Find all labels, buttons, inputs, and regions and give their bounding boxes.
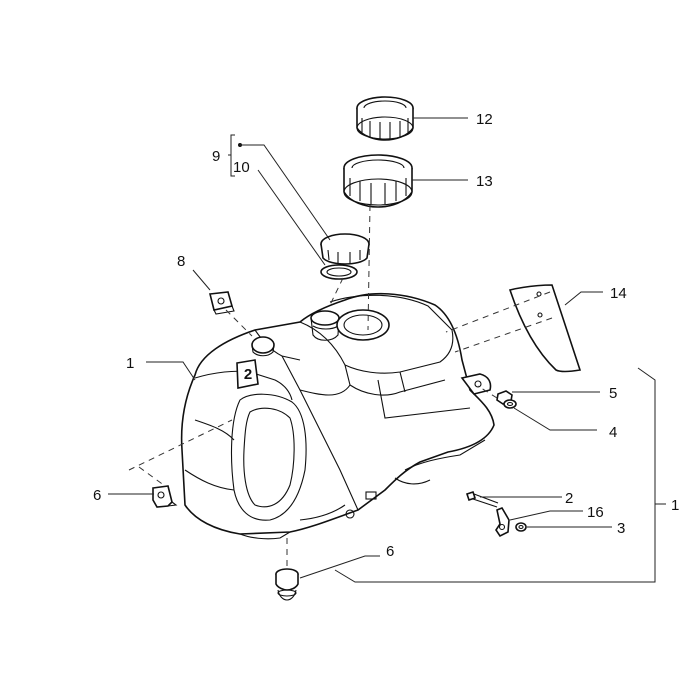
callout-1-left: 1 bbox=[126, 355, 134, 372]
bracket-16 bbox=[495, 507, 510, 538]
clip-8 bbox=[152, 485, 178, 508]
callout-16: 16 bbox=[587, 504, 604, 521]
washer-4 bbox=[503, 399, 517, 409]
callout-14: 13 bbox=[476, 173, 493, 190]
gasket-10 bbox=[320, 264, 358, 280]
plate-15 bbox=[508, 284, 582, 373]
tank-label-sticker: 2 bbox=[236, 359, 259, 389]
ring-nut-13 bbox=[356, 96, 414, 141]
bolt-2 bbox=[465, 490, 499, 508]
callout-9: 9 bbox=[212, 148, 220, 165]
callout-1-right: 1 bbox=[671, 497, 679, 514]
callout-13: 12 bbox=[476, 111, 493, 128]
callout-15: 14 bbox=[610, 285, 627, 302]
washer-3 bbox=[515, 522, 527, 532]
sticker-label: 2 bbox=[244, 366, 252, 383]
tank-filler-neck-fuel bbox=[310, 310, 340, 341]
callout-3: 3 bbox=[617, 520, 625, 537]
callout-4: 4 bbox=[609, 424, 617, 441]
assembly-lines bbox=[128, 204, 553, 570]
tank-breather-cap bbox=[251, 336, 275, 357]
callout-8: 6 bbox=[93, 487, 101, 504]
rubber-mount-6 bbox=[275, 568, 299, 601]
callout-6: 6 bbox=[386, 543, 394, 560]
clip-nut-12 bbox=[209, 291, 235, 315]
fuel-cap-9 bbox=[320, 233, 370, 265]
callout-10: 10 bbox=[233, 159, 250, 176]
callout-5: 5 bbox=[609, 385, 617, 402]
tank-filler-neck-main bbox=[336, 309, 390, 341]
callout-labels: 12 13 9 10 8 14 1 5 4 1 2 6 16 3 6 bbox=[93, 111, 679, 560]
callout-2: 2 bbox=[565, 490, 573, 507]
callout-12: 8 bbox=[177, 253, 185, 270]
ring-14 bbox=[343, 154, 413, 208]
leader-lines bbox=[108, 117, 666, 583]
fuel-tank bbox=[180, 292, 495, 540]
